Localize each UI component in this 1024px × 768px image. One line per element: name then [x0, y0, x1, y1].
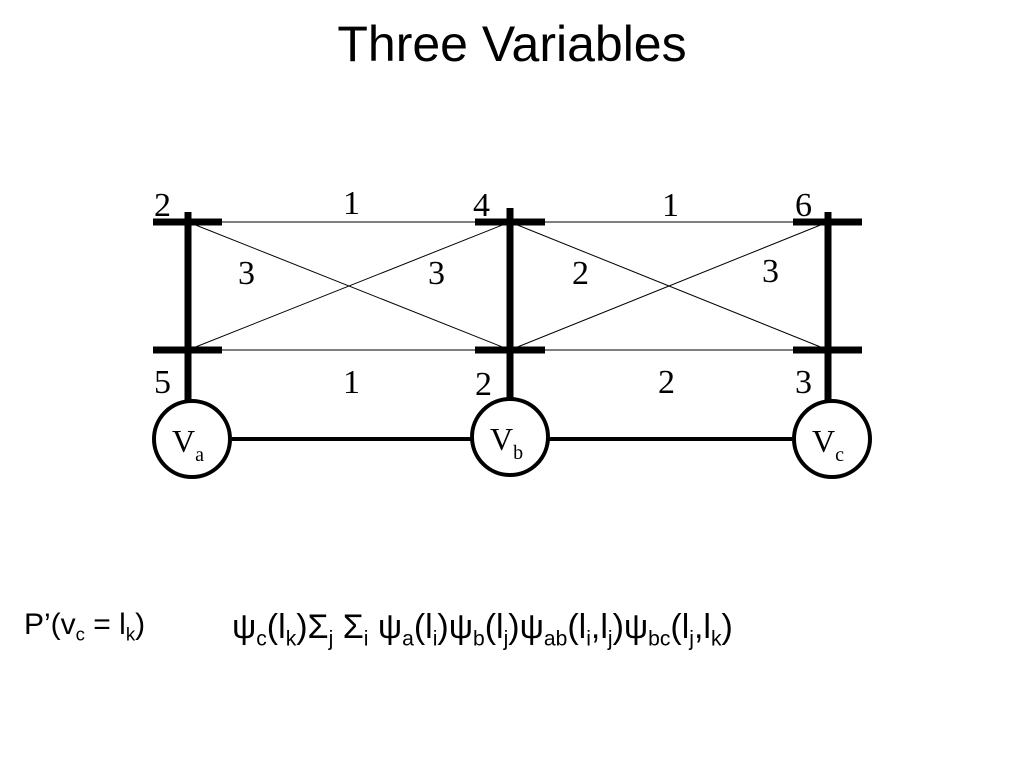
formula-text: ) [135, 608, 146, 641]
formula-text: ,l [590, 608, 608, 646]
weight-bc-cross-left: 2 [572, 255, 589, 292]
value-c-bottom: 3 [795, 364, 812, 401]
formula-subscript: c [75, 623, 85, 645]
formula-text: )ψ [437, 608, 473, 646]
weight-ab-cross-right: 3 [428, 255, 445, 292]
node-vb-label: Vb [490, 421, 523, 464]
formula-text: ψ [232, 608, 257, 646]
value-b-top: 4 [473, 187, 490, 224]
value-b-bottom: 2 [475, 366, 492, 403]
weight-ab-bottom: 1 [343, 364, 360, 401]
formula-text: P’(v [24, 608, 76, 641]
formula-text: )ψ [612, 608, 649, 646]
formula-text: Σ [333, 608, 364, 646]
formula-subscript: i [432, 627, 438, 651]
node-va-circle [152, 399, 232, 479]
node-va-label: Va [172, 423, 204, 466]
formula-subscript: j [503, 627, 509, 651]
formula-subscript: j [328, 627, 334, 651]
formula-subscript: k [710, 627, 722, 651]
formula-subscript: a [402, 627, 414, 651]
formula-text: ) [721, 608, 733, 646]
node-vc-label: Vc [812, 423, 844, 466]
formula-text: )Σ [296, 608, 329, 646]
value-c-top: 6 [795, 187, 812, 224]
weight-ab-cross-left: 3 [238, 255, 255, 292]
edge-ab-cross-up [187, 221, 511, 351]
formula-subscript: k [125, 623, 136, 645]
formula-text: = l [84, 608, 126, 641]
formula-text: (l [413, 608, 433, 646]
value-a-bottom: 5 [154, 364, 171, 401]
formula-text: ψ [368, 608, 403, 646]
node-vc-circle [792, 399, 872, 479]
formula-text: (l [670, 608, 690, 646]
weight-bc-cross-right: 3 [762, 253, 779, 290]
formula-text: (l [567, 608, 587, 646]
weight-bc-bottom: 2 [658, 364, 675, 401]
formula-subscript: b [472, 627, 485, 651]
formula-text: )ψ [508, 608, 544, 646]
formula-subscript: i [363, 627, 369, 651]
formula-subscript: ab [543, 627, 568, 651]
formula-rhs: ψc(lk)Σj Σi ψa(li)ψb(lj)ψab(li,lj)ψbc(lj… [232, 608, 733, 651]
formula-subscript: bc [648, 627, 671, 651]
formula-text: ,l [693, 608, 711, 646]
slide-title: Three Variables [337, 16, 687, 72]
value-a-top: 2 [154, 187, 171, 224]
edge-bc-cross-up [509, 221, 829, 351]
weight-ab-top: 1 [343, 185, 360, 222]
formula-subscript: c [256, 627, 267, 651]
formula-subscript: i [586, 627, 591, 651]
formula-lhs: P’(vc = lk) [24, 608, 146, 645]
weight-bc-top: 1 [662, 187, 679, 224]
formula-subscript: k [285, 627, 297, 651]
formula-text: (l [484, 608, 504, 646]
formula-subscript: j [689, 627, 694, 651]
node-vb-circle [470, 397, 550, 477]
formula-text: (l [266, 608, 286, 646]
formula-subscript: j [607, 627, 613, 651]
